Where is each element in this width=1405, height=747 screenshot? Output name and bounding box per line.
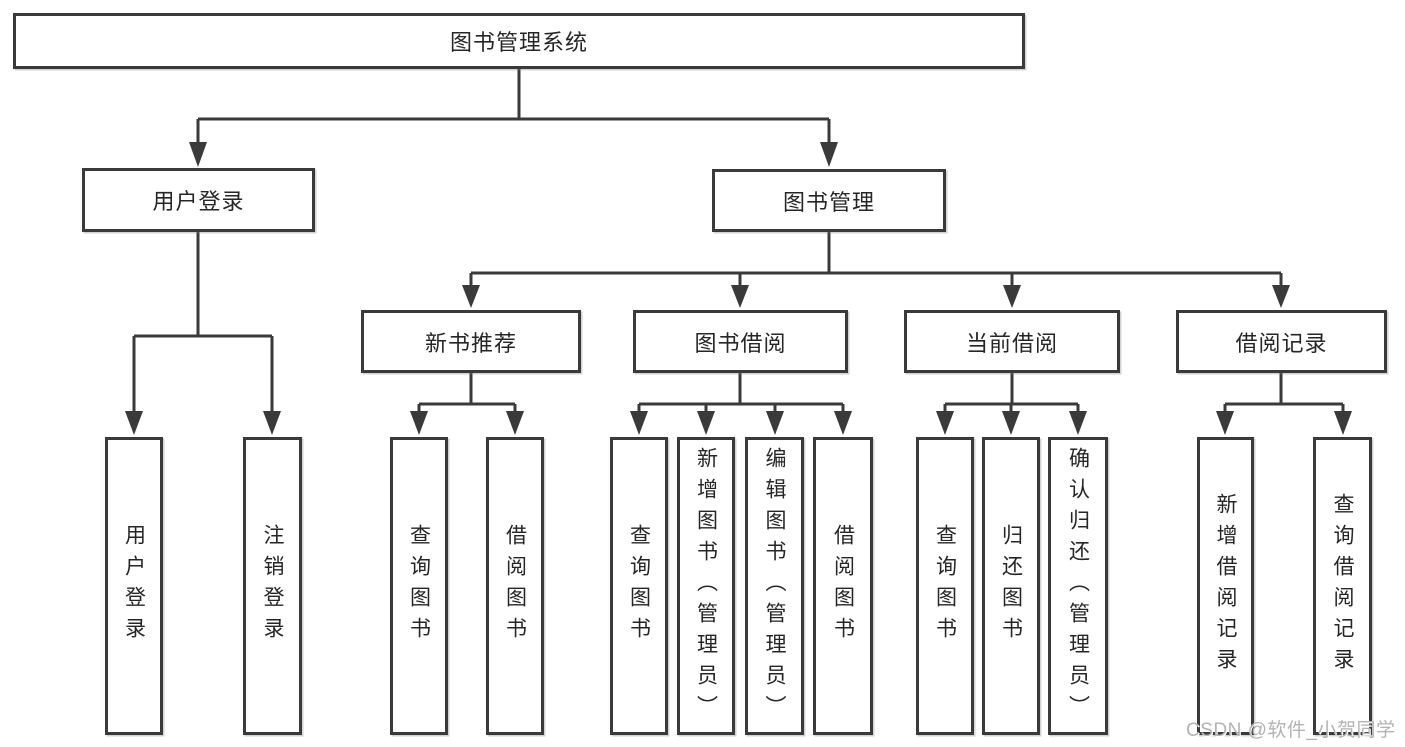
connector-bookborrow-to-leaves	[630, 373, 852, 435]
leaf-br-add-record: 新增借阅记录	[1197, 437, 1254, 735]
leaf-label: 查询借阅记录	[1331, 493, 1354, 679]
leaf-label: 查询图书	[627, 524, 651, 648]
connector-root-to-level2	[189, 69, 838, 167]
connector-userlogin-to-leaves	[125, 232, 281, 435]
leaf-logout: 注销登录	[243, 437, 302, 735]
connector-borrowrecords-to-leaves	[1216, 373, 1352, 435]
connector-bookmgmt-to-level3	[462, 232, 1290, 308]
leaf-user-login: 用户登录	[105, 437, 163, 735]
leaf-label: 新增借阅记录	[1214, 493, 1237, 679]
leaf-bb-borrow-books: 借阅图书	[813, 437, 873, 735]
leaf-label: 确认归还（管理员）	[1066, 446, 1090, 726]
leaf-cb-query-books: 查询图书	[916, 437, 974, 735]
leaf-label: 借阅图书	[503, 524, 527, 648]
leaf-label: 用户登录	[122, 524, 146, 648]
leaf-label: 查询图书	[933, 524, 957, 648]
node-borrow-records: 借阅记录	[1176, 310, 1387, 373]
leaf-label: 借阅图书	[831, 524, 855, 648]
leaf-label: 注销登录	[261, 524, 284, 648]
node-book-borrow: 图书借阅	[633, 310, 848, 373]
connector-newbookrec-to-leaves	[410, 373, 524, 435]
leaf-bb-query-books: 查询图书	[610, 437, 668, 735]
leaf-label: 查询图书	[407, 524, 431, 648]
node-book-management: 图书管理	[712, 169, 946, 232]
leaf-nbr-query-books: 查询图书	[390, 437, 448, 735]
leaf-cb-return-books: 归还图书	[982, 437, 1040, 735]
leaf-bb-add-books-admin: 新增图书（管理员）	[677, 437, 735, 735]
leaf-cb-confirm-return-admin: 确认归还（管理员）	[1048, 437, 1108, 735]
leaf-bb-edit-books-admin: 编辑图书（管理员）	[745, 437, 804, 735]
leaf-br-query-record: 查询借阅记录	[1313, 437, 1372, 735]
connector-currentborrow-to-leaves	[936, 373, 1087, 435]
leaf-nbr-borrow-books: 借阅图书	[486, 437, 544, 735]
leaf-label: 归还图书	[999, 524, 1023, 648]
leaf-label: 编辑图书（管理员）	[763, 446, 786, 726]
leaf-label: 新增图书（管理员）	[694, 446, 718, 726]
node-root: 图书管理系统	[13, 13, 1025, 69]
node-user-login: 用户登录	[82, 168, 315, 232]
node-new-book-recommend: 新书推荐	[361, 310, 581, 373]
csdn-watermark: CSDN @软件_小贺同学	[1186, 720, 1396, 741]
node-current-borrow: 当前借阅	[904, 310, 1120, 373]
